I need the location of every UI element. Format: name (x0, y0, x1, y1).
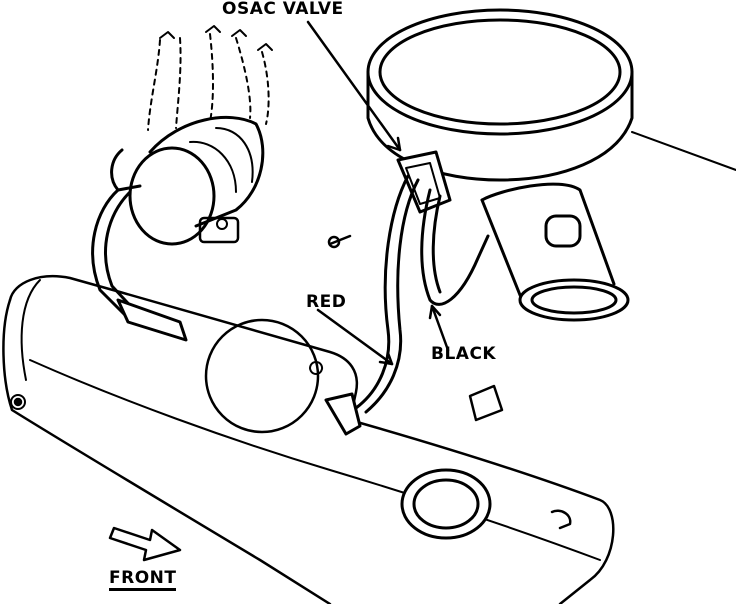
black-hose-label: BLACK (431, 344, 497, 364)
air-cleaner (366, 8, 736, 182)
plug-wires (147, 25, 273, 131)
screw (327, 234, 352, 249)
air-inlet (480, 182, 630, 322)
front-label: FRONT (109, 570, 177, 591)
hose-bracket (116, 298, 362, 436)
valve-cover (2, 275, 615, 604)
detail-circle (204, 318, 320, 434)
red-hose-label: RED (306, 292, 347, 312)
leader-lines (306, 20, 450, 366)
vacuum-hoses (91, 174, 490, 414)
osac-valve-label: OSAC VALVE (222, 0, 344, 19)
oil-filler-cap (400, 384, 572, 540)
vacuum-canister (110, 115, 265, 246)
arrow-right-icon (108, 526, 182, 562)
